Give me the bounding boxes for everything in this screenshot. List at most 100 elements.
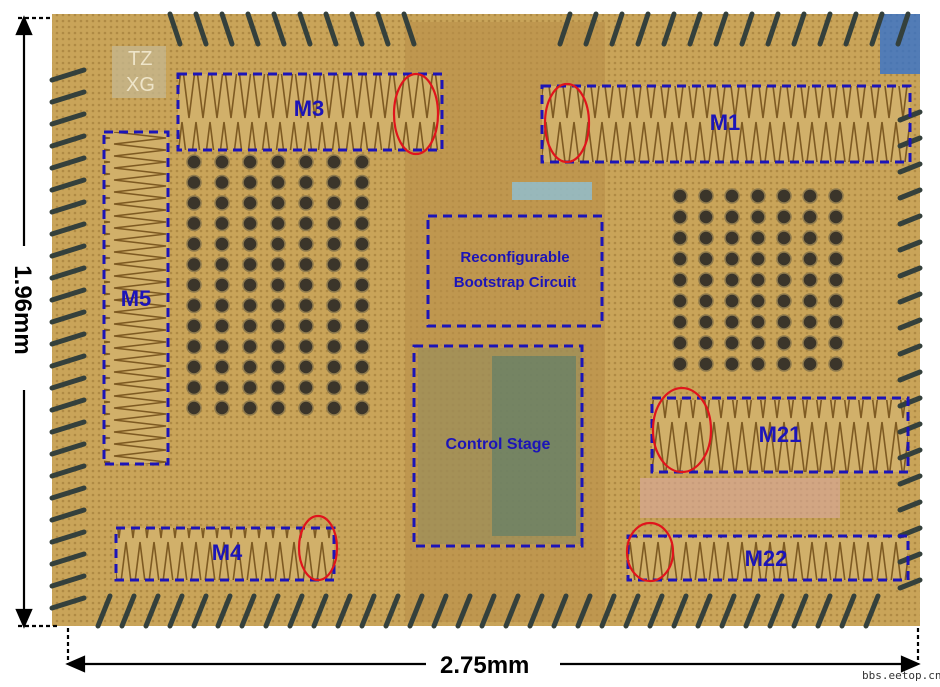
solder-bump [242, 318, 258, 334]
pink-region [640, 478, 840, 518]
bond-wire [49, 89, 87, 105]
solder-bump [298, 359, 314, 375]
bond-wire [661, 11, 677, 47]
solder-bump [242, 338, 258, 355]
bond-wire [49, 155, 87, 171]
solder-bump [186, 195, 202, 211]
bond-wire [49, 265, 87, 281]
bond-wire [527, 593, 545, 629]
solder-bump [298, 215, 314, 232]
solder-bump [186, 154, 202, 170]
label-control-stage: Control Stage [445, 436, 551, 453]
solder-bump [270, 174, 286, 191]
solder-bump [354, 379, 370, 396]
solder-bump [828, 293, 844, 309]
solder-bump [354, 215, 370, 232]
solder-bump [802, 230, 818, 246]
bond-wire [49, 375, 87, 391]
solder-bump [750, 335, 766, 351]
label-m4: M4 [211, 540, 243, 565]
solder-bump [326, 379, 342, 396]
bond-wire [815, 593, 833, 629]
bond-wire [49, 243, 87, 259]
bond-wire [49, 111, 87, 127]
solder-bump [802, 188, 818, 204]
solder-bump [354, 359, 370, 375]
solder-bump [242, 215, 258, 232]
solder-bump [698, 230, 714, 246]
label-m1: M1 [709, 110, 741, 135]
bond-wire [49, 441, 87, 457]
bond-wire [895, 11, 911, 47]
bond-wire [407, 593, 425, 629]
red-circle-m22 [625, 521, 675, 583]
bond-wire [215, 593, 233, 629]
solder-bump [698, 272, 714, 288]
solder-bump [776, 272, 792, 288]
solder-bump [186, 359, 202, 375]
solder-bump [776, 356, 792, 372]
solder-bump [242, 195, 258, 211]
solder-bump [354, 318, 370, 334]
solder-bump [214, 277, 230, 293]
box-m1 [540, 84, 912, 164]
solder-bump [698, 293, 714, 309]
solder-bump [270, 154, 286, 170]
label-m3: M3 [293, 96, 325, 121]
solder-bump [750, 293, 766, 309]
bond-wire [335, 593, 353, 629]
solder-bump [214, 379, 230, 396]
solder-bump [828, 230, 844, 246]
solder-bump [354, 174, 370, 191]
solder-bump [698, 188, 714, 204]
bond-wire [897, 447, 923, 461]
solder-bump [802, 335, 818, 351]
solder-bump [214, 174, 230, 191]
bond-wire [167, 11, 183, 47]
bond-wire [49, 353, 87, 369]
bond-wire [49, 507, 87, 523]
bond-wire [49, 397, 87, 413]
solder-bump [750, 230, 766, 246]
solder-bump [802, 272, 818, 288]
height-arrow-bottom [15, 608, 33, 629]
solder-bump [672, 314, 688, 330]
solder-bump [802, 314, 818, 330]
bond-wire [49, 573, 87, 589]
solder-bump [698, 251, 714, 267]
solder-bump [186, 318, 202, 334]
box-m21 [650, 396, 910, 474]
bond-wire [869, 11, 885, 47]
bond-wire [897, 161, 923, 175]
solder-bump [326, 215, 342, 232]
blue-cell-row [512, 182, 592, 200]
solder-bump [724, 251, 740, 267]
solder-bump [672, 272, 688, 288]
annotation-boxes [102, 72, 912, 582]
solder-bump [750, 314, 766, 330]
solder-bump [828, 335, 844, 351]
bond-wire [599, 593, 617, 629]
solder-bump [186, 297, 202, 314]
bond-wire [765, 11, 781, 47]
solder-bump [298, 338, 314, 355]
solder-bump [298, 297, 314, 314]
solder-bump [214, 215, 230, 232]
bond-wires [49, 11, 923, 629]
bond-wire [609, 11, 625, 47]
bond-wire [897, 239, 923, 253]
bond-wire [383, 593, 401, 629]
bond-wire [897, 551, 923, 565]
highlight-marks [297, 72, 713, 583]
box-m4 [114, 526, 336, 582]
bond-wire [49, 221, 87, 237]
bond-wire [479, 593, 497, 629]
solder-bump [270, 256, 286, 273]
label-bootstrap-line1: Reconfigurable [460, 249, 570, 266]
bond-wire [843, 11, 859, 47]
solder-bump [724, 230, 740, 246]
solder-bump [186, 215, 202, 232]
solder-bump [672, 209, 688, 225]
solder-bump [828, 188, 844, 204]
bond-wire [297, 11, 313, 47]
